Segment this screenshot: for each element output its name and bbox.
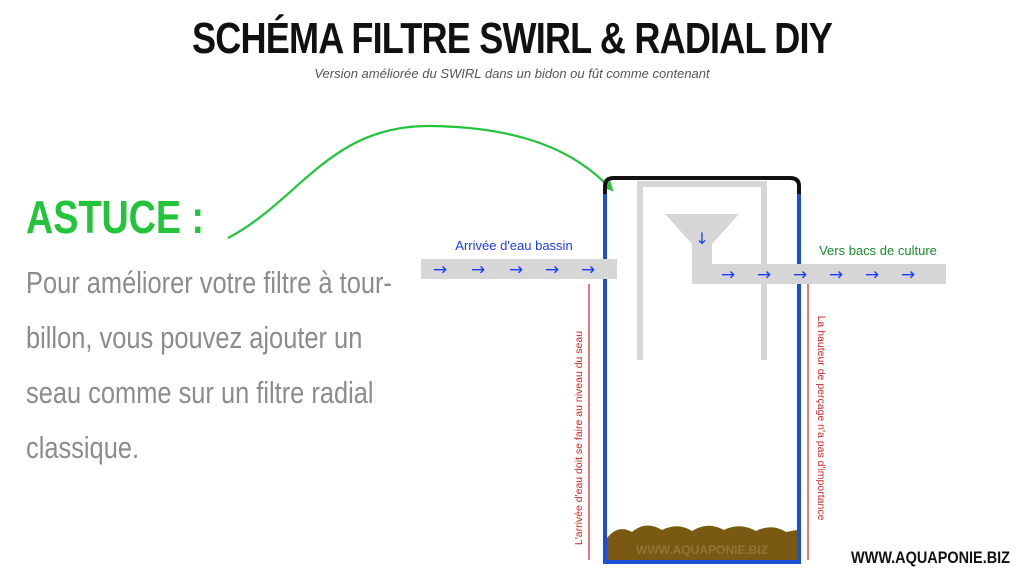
flow-arrow: → [545, 260, 559, 280]
page-subtitle: Version améliorée du SWIRL dans un bidon… [314, 66, 710, 81]
flow-arrow: → [793, 265, 807, 285]
flow-arrow: → [471, 260, 485, 280]
inlet-label: Arrivée d'eau bassin [455, 238, 572, 253]
outlet-label: Vers bacs de culture [819, 243, 937, 258]
flow-arrow: → [433, 260, 447, 280]
pointer-arrow [227, 124, 614, 239]
flow-arrow: → [509, 260, 523, 280]
tip-title: ASTUCE : [26, 191, 205, 243]
sludge-layer [607, 525, 797, 560]
filter-container [603, 192, 801, 564]
left-height-note: L'arrivée d'eau doit se faire au niveau … [573, 331, 585, 545]
flow-arrow: → [757, 265, 771, 285]
inlet-pipe [421, 259, 617, 279]
tip-body: Pour améliorer votre filtre à tour- bill… [26, 255, 403, 475]
right-height-note: La hauteur de perçage n'a pas d'importan… [815, 316, 827, 521]
container-lid [603, 176, 801, 194]
website-link[interactable]: WWW.AQUAPONIE.BIZ [851, 548, 1010, 567]
flow-arrow: → [865, 265, 879, 285]
diagram-watermark: WWW.AQUAPONIE.BIZ [636, 543, 768, 557]
page-title: SCHÉMA FILTRE SWIRL & RADIAL DIY [192, 14, 833, 63]
tip-line: seau comme sur un filtre radial [26, 375, 374, 410]
flow-arrow: → [581, 260, 595, 280]
tip-line: classique. [26, 430, 140, 465]
funnel-flow-arrow: ↓ [695, 229, 708, 248]
flow-arrow: → [901, 265, 915, 285]
funnel [665, 214, 739, 264]
flow-arrow: → [829, 265, 843, 285]
inlet-flow-arrows: → → → → → [433, 260, 595, 280]
tip-line: Pour améliorer votre filtre à tour- [26, 265, 392, 300]
outlet-pipe [692, 264, 946, 284]
flow-arrow: → [721, 265, 735, 285]
outlet-flow-arrows: → → → → → → [721, 265, 915, 285]
tip-line: billon, vous pouvez ajouter un [26, 320, 363, 355]
